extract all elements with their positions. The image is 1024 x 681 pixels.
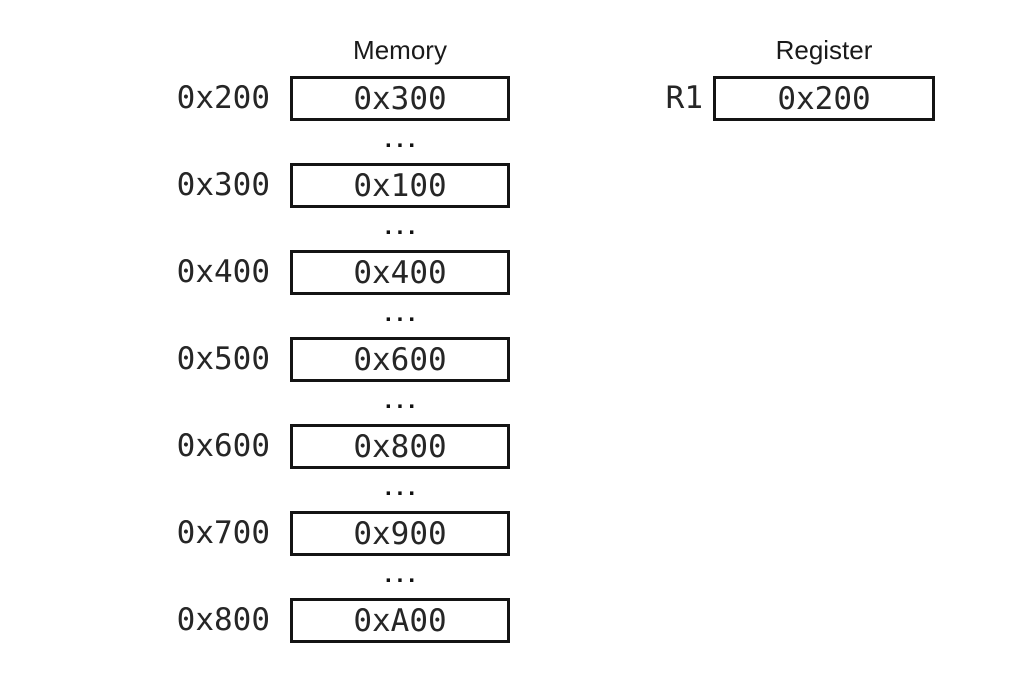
memory-row: 0x500 0x600 [177, 337, 510, 382]
memory-column-title: Memory [353, 35, 447, 65]
memory-cell-box: 0x900 [290, 511, 510, 556]
ellipsis-separator: ... [384, 213, 420, 240]
memory-address-label: 0x400 [176, 254, 270, 290]
memory-address-label: 0x600 [176, 428, 270, 464]
ellipsis-separator: ... [384, 126, 420, 153]
register-cell-box: 0x200 [713, 76, 935, 121]
memory-address-label: 0x500 [176, 341, 270, 377]
memory-cell-value: 0x600 [353, 341, 447, 378]
ellipsis-separator: ... [384, 387, 420, 414]
memory-cell-box: 0x400 [290, 250, 510, 295]
memory-row: 0x400 0x400 [177, 250, 510, 295]
register-value: 0x200 [777, 80, 871, 117]
register-row: R1 0x200 [666, 76, 935, 121]
memory-column: 0x200 0x300 ... 0x300 0x100 ... 0x400 0x… [177, 76, 510, 643]
memory-address-label: 0x800 [176, 602, 270, 638]
memory-cell-value: 0x300 [353, 80, 447, 117]
memory-address-label: 0x200 [176, 80, 270, 116]
memory-cell-value: 0x100 [353, 167, 447, 204]
memory-row: 0x200 0x300 [177, 76, 510, 121]
memory-row: 0x700 0x900 [177, 511, 510, 556]
memory-cell-box: 0x800 [290, 424, 510, 469]
memory-cell-box: 0x100 [290, 163, 510, 208]
memory-cell-box: 0x600 [290, 337, 510, 382]
memory-row: 0x600 0x800 [177, 424, 510, 469]
memory-cell-value: 0x800 [353, 428, 447, 465]
ellipsis-separator: ... [384, 300, 420, 327]
memory-cell-value: 0x900 [353, 515, 447, 552]
memory-cell-value: 0xA00 [353, 602, 447, 639]
memory-cell-value: 0x400 [353, 254, 447, 291]
register-column-title: Register [775, 35, 873, 65]
memory-address-label: 0x700 [176, 515, 270, 551]
ellipsis-separator: ... [384, 561, 420, 588]
memory-address-label: 0x300 [176, 167, 270, 203]
register-name-label: R1 [665, 80, 703, 116]
memory-row: 0x800 0xA00 [177, 598, 510, 643]
memory-cell-box: 0x300 [290, 76, 510, 121]
memory-cell-box: 0xA00 [290, 598, 510, 643]
ellipsis-separator: ... [384, 474, 420, 501]
memory-row: 0x300 0x100 [177, 163, 510, 208]
